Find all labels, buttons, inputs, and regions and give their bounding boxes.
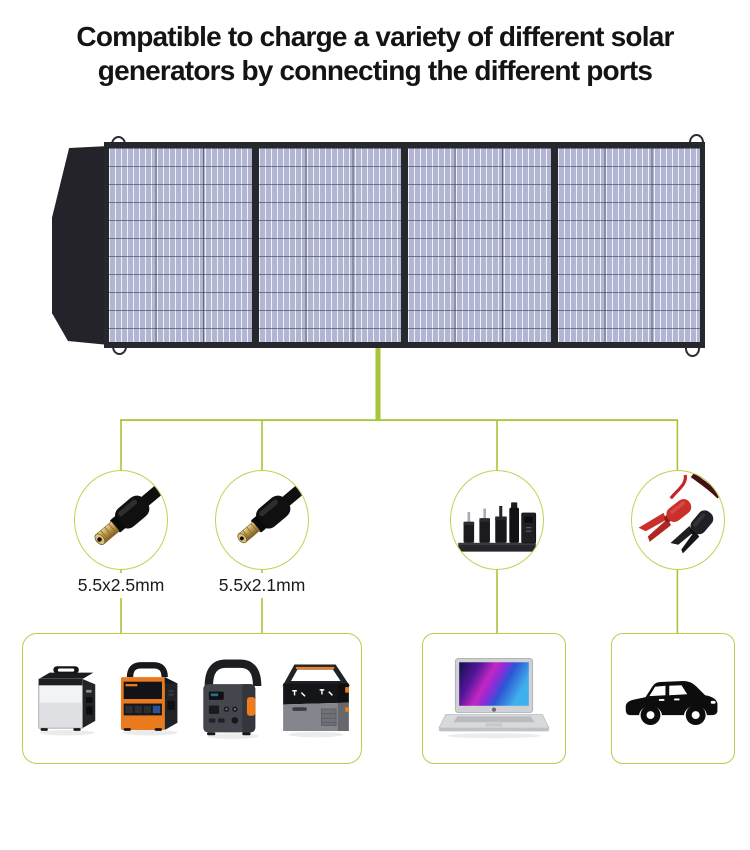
silver-power-station-icon xyxy=(26,656,108,742)
plug-size-label: 5.5x2.5mm xyxy=(66,573,176,598)
black-gray-power-station-icon xyxy=(274,655,358,743)
solar-panel-fold-1 xyxy=(109,148,252,342)
laptop-icon xyxy=(438,657,550,738)
laptop-box xyxy=(422,633,566,764)
dc-adapter-tips-set-icon xyxy=(458,502,537,552)
title-line-1: Compatible to charge a variety of differ… xyxy=(76,21,674,52)
solar-panel-fold-4 xyxy=(557,148,700,342)
solar-panel-cover-flap xyxy=(52,146,109,345)
foldable-solar-panel xyxy=(104,142,705,348)
connector-circle-dc-5525 xyxy=(74,470,168,570)
solar-panel-fold-3 xyxy=(408,148,551,342)
title-line-2: generators by connecting the different p… xyxy=(97,55,653,86)
orange-power-station-icon xyxy=(110,656,192,742)
plug-size-label: 5.5x2.1mm xyxy=(207,573,317,598)
dc-barrel-plug-icon xyxy=(94,482,165,545)
page-title: Compatible to charge a variety of differ… xyxy=(0,20,750,88)
connector-circle-dc-5521 xyxy=(215,470,309,570)
solar-generators-box xyxy=(22,633,362,764)
car-box xyxy=(611,633,735,764)
car-icon xyxy=(625,680,718,725)
battery-clamps-icon xyxy=(638,474,722,554)
solar-panel-fold-2 xyxy=(258,148,401,342)
dc-barrel-plug-icon xyxy=(237,482,306,544)
dark-power-station-icon xyxy=(194,654,272,744)
connector-circle-battery-clamps xyxy=(631,470,725,570)
connector-circle-adapter-set xyxy=(450,470,544,570)
